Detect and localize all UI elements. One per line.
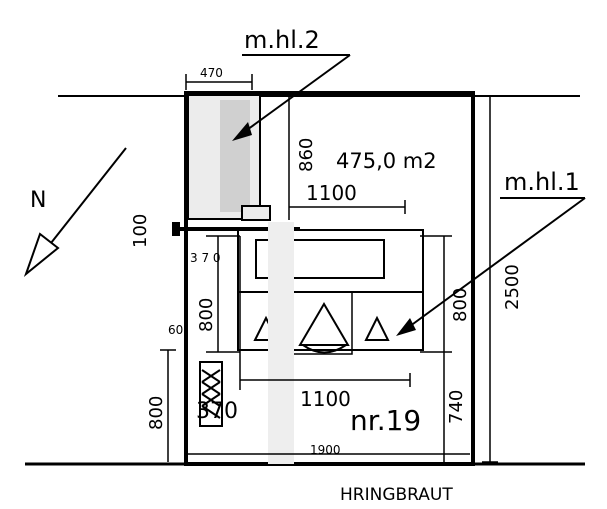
north-label: N bbox=[30, 188, 46, 213]
roof-middle-base bbox=[302, 344, 347, 354]
roof-middle bbox=[298, 302, 350, 346]
dim-100: 100 bbox=[130, 214, 151, 248]
main-arrowhead bbox=[396, 318, 416, 336]
north-arrow-head bbox=[23, 232, 60, 278]
main-label: m.hl.1 bbox=[504, 168, 580, 196]
dim-left-800: 800 bbox=[196, 298, 217, 332]
house-lower bbox=[237, 291, 424, 351]
dim-370-top: 3 7 0 bbox=[190, 251, 221, 265]
area-label: 475,0 m2 bbox=[336, 149, 437, 173]
dim-bottom-length: 1100 bbox=[300, 387, 351, 411]
dim-740: 740 bbox=[446, 390, 467, 424]
dim-right-800: 800 bbox=[450, 288, 471, 322]
street-name: HRINGBRAUT bbox=[340, 485, 453, 505]
house-number: nr.19 bbox=[350, 404, 421, 437]
house-window bbox=[255, 239, 385, 279]
dim-ext-width: 470 bbox=[200, 66, 223, 80]
dimension-lines bbox=[160, 74, 498, 463]
roof-right bbox=[364, 315, 390, 341]
extension-label: m.hl.2 bbox=[244, 26, 320, 54]
dim-ext-depth: 860 bbox=[296, 138, 317, 172]
main-leader bbox=[401, 197, 586, 333]
lot-outline bbox=[184, 91, 475, 466]
dim-60: 60 bbox=[168, 323, 183, 337]
stair-hatch bbox=[201, 369, 221, 419]
dim-100-end bbox=[172, 222, 180, 236]
dim-lot-depth: 2500 bbox=[502, 264, 523, 310]
connector bbox=[241, 205, 271, 221]
dim-lot-width: 1900 bbox=[310, 443, 341, 457]
dim-outer-800: 800 bbox=[146, 396, 167, 430]
dim-370-bottom: 370 bbox=[196, 399, 238, 424]
driveway bbox=[268, 222, 294, 464]
dim-top-length: 1100 bbox=[306, 181, 357, 205]
extension-hatch bbox=[220, 100, 250, 212]
ext-leader bbox=[239, 54, 351, 136]
ext-arrowhead bbox=[232, 122, 252, 141]
stairs bbox=[199, 361, 223, 427]
